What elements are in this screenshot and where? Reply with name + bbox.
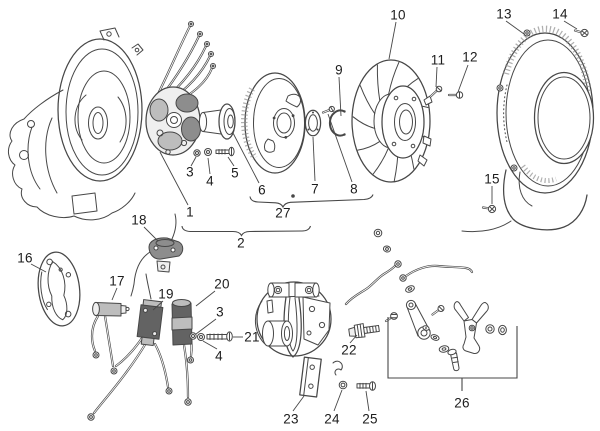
crankcase-drawing [7,27,144,221]
bolt-22-drawing [348,323,380,339]
screw-25-drawing [356,381,376,391]
fan-drawing [351,59,433,183]
reference-dot [291,194,295,198]
baseplate-16-drawing [37,251,81,327]
linkage-rod-drawing [344,228,474,306]
screw-15-drawing [481,204,497,214]
screw-11-drawing [429,85,443,98]
condenser-drawing [90,301,130,375]
coil-19-drawing [87,273,173,421]
nut-24-drawing [338,380,348,390]
wire-terminal-icon [188,21,216,69]
lever-kit-drawing [384,299,507,372]
group-bracket-26 [387,317,518,391]
group-brace-2 [181,225,312,237]
cover-drawing [461,25,595,233]
block-23-drawing [299,356,322,398]
screw-14-drawing [573,28,589,38]
stator-assembly-drawing [145,21,216,156]
screw-12-drawing [447,91,464,99]
seal-ring-drawing [304,109,322,137]
screw-8-drawing [321,105,335,114]
leader-lines [30,20,578,412]
flywheel-disc-drawing [241,72,306,174]
fastener-set-upper-drawing [193,146,235,157]
regulator-drawing [130,213,184,297]
coil-20-drawing [171,299,194,406]
group-brace-27 [249,194,374,209]
fastener-set-lower-drawing [189,331,233,342]
circlip-drawing [328,109,346,137]
support-plate-drawing [254,281,343,376]
hub-drawing [198,103,236,140]
